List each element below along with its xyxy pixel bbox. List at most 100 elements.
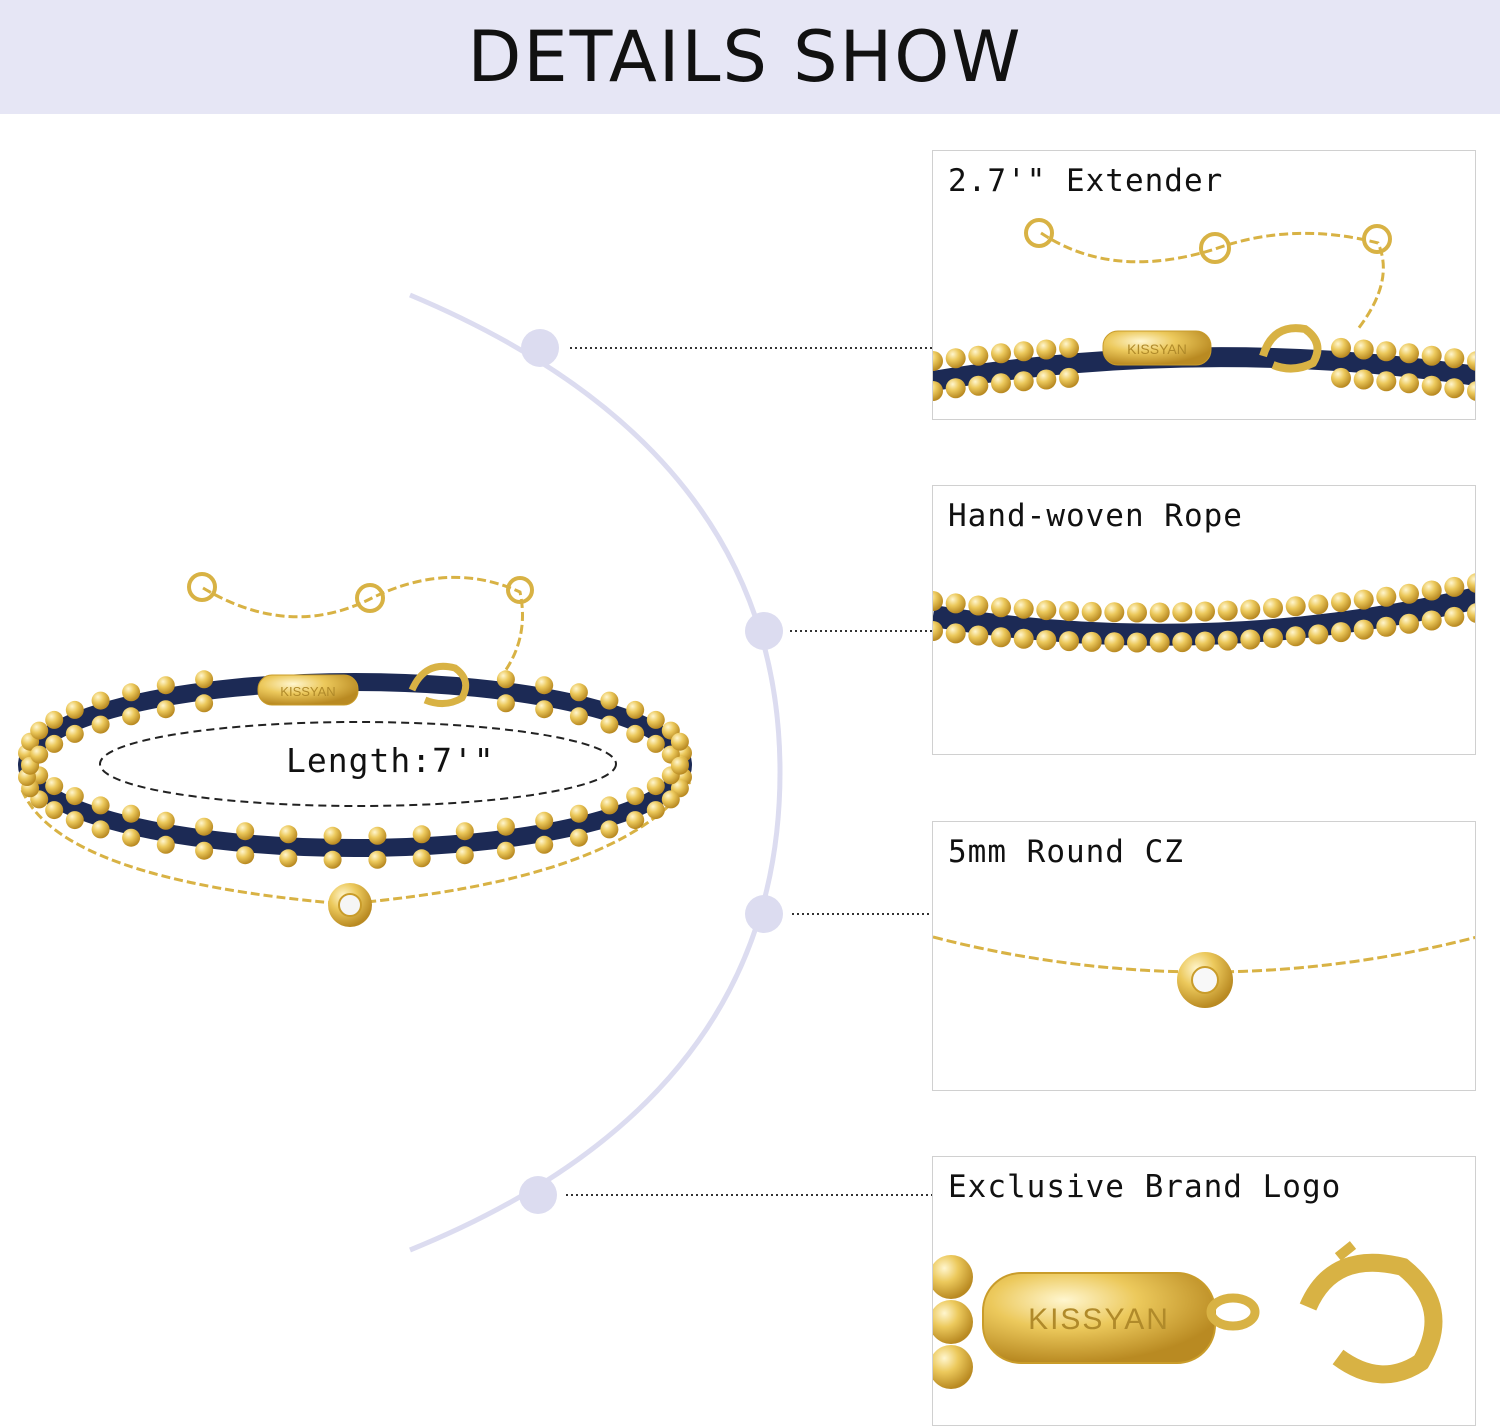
bead bbox=[1467, 381, 1475, 401]
bead bbox=[279, 825, 298, 844]
bead bbox=[991, 373, 1011, 394]
bead bbox=[122, 707, 141, 726]
bead bbox=[626, 700, 645, 719]
detail-title-extender: 2.7'" Extender bbox=[948, 163, 1224, 199]
bead bbox=[455, 846, 474, 865]
svg-text:KISSYAN: KISSYAN bbox=[1127, 341, 1187, 357]
bead bbox=[535, 811, 554, 830]
bead bbox=[156, 835, 175, 854]
bead bbox=[122, 683, 141, 702]
bead bbox=[600, 796, 619, 815]
bead bbox=[91, 796, 110, 815]
connector-dot-3 bbox=[745, 895, 783, 933]
detail-card-logo: KISSYAN Exclusive Brand Logo bbox=[932, 1156, 1476, 1426]
bead bbox=[236, 822, 255, 841]
bead bbox=[1444, 348, 1465, 369]
bead bbox=[368, 826, 387, 845]
bead bbox=[156, 700, 175, 719]
bead bbox=[945, 593, 966, 614]
bead bbox=[156, 811, 175, 830]
bead bbox=[670, 756, 689, 775]
bead bbox=[1263, 598, 1283, 618]
bead bbox=[1195, 601, 1215, 622]
bead bbox=[991, 343, 1011, 364]
bead bbox=[933, 621, 943, 641]
extender-ring-end bbox=[187, 572, 217, 602]
bead bbox=[195, 841, 214, 860]
bead bbox=[1308, 624, 1329, 645]
bead bbox=[933, 591, 943, 611]
brand-plate-engraving: KISSYAN bbox=[280, 684, 335, 699]
bead bbox=[933, 351, 943, 371]
length-indicator bbox=[99, 721, 617, 807]
detail-card-rope: Hand-woven Rope bbox=[932, 485, 1476, 755]
detail-title-cz: 5mm Round CZ bbox=[948, 834, 1184, 870]
bead bbox=[1421, 375, 1442, 396]
bead bbox=[1036, 339, 1057, 360]
bead bbox=[600, 691, 619, 710]
rope-beads bbox=[18, 670, 692, 869]
bead bbox=[1127, 632, 1147, 653]
bead bbox=[1376, 586, 1397, 607]
bead bbox=[991, 627, 1011, 648]
bead bbox=[1217, 630, 1238, 651]
bead bbox=[646, 777, 665, 796]
bead bbox=[1081, 601, 1102, 622]
bead bbox=[968, 375, 989, 396]
brand-plate bbox=[257, 674, 359, 706]
bead bbox=[945, 623, 966, 644]
cz-stone-icon bbox=[338, 893, 362, 917]
bead bbox=[569, 804, 588, 823]
bead bbox=[1104, 602, 1125, 623]
bead bbox=[496, 694, 515, 713]
bead bbox=[496, 817, 515, 836]
bead bbox=[1399, 613, 1419, 634]
bead bbox=[1285, 596, 1306, 617]
bead bbox=[45, 710, 64, 729]
detail-title-logo: Exclusive Brand Logo bbox=[948, 1169, 1342, 1205]
bead bbox=[496, 670, 515, 689]
connector-dot-2 bbox=[745, 612, 783, 650]
bead bbox=[45, 734, 64, 753]
detail-card-cz: 5mm Round CZ bbox=[932, 821, 1476, 1091]
bead bbox=[933, 381, 943, 401]
extender-ring-mid bbox=[355, 583, 385, 613]
bead bbox=[1444, 378, 1465, 399]
decorative-arc bbox=[409, 292, 783, 1253]
bead bbox=[65, 700, 84, 719]
bead bbox=[600, 820, 619, 839]
bead bbox=[195, 670, 214, 689]
bead bbox=[65, 787, 84, 806]
bead bbox=[1059, 631, 1079, 652]
bead bbox=[968, 345, 989, 366]
bead bbox=[65, 811, 84, 830]
detail-card-extender: KISSYAN 2.7'" Extender bbox=[932, 150, 1476, 420]
bead bbox=[968, 625, 989, 646]
bead bbox=[1421, 580, 1442, 601]
bead bbox=[600, 715, 619, 734]
bead bbox=[1285, 626, 1306, 647]
bead bbox=[91, 691, 110, 710]
bead bbox=[1263, 628, 1283, 648]
bead bbox=[1036, 369, 1057, 390]
bead bbox=[45, 777, 64, 796]
bead bbox=[535, 835, 554, 854]
bead bbox=[1331, 337, 1351, 358]
bead bbox=[1240, 599, 1261, 620]
bead bbox=[1399, 373, 1419, 394]
bead bbox=[323, 826, 342, 845]
bead bbox=[670, 732, 689, 751]
bead bbox=[626, 724, 645, 743]
bead bbox=[1013, 341, 1034, 362]
cz-illustration bbox=[933, 935, 1475, 1008]
bead bbox=[1127, 602, 1147, 623]
rope-illustration bbox=[933, 573, 1475, 653]
bead bbox=[412, 849, 431, 868]
bead bbox=[626, 811, 645, 830]
bead bbox=[646, 710, 665, 729]
bead bbox=[65, 724, 84, 743]
bead bbox=[1059, 367, 1079, 388]
bead bbox=[45, 801, 64, 820]
bead bbox=[1421, 345, 1442, 366]
